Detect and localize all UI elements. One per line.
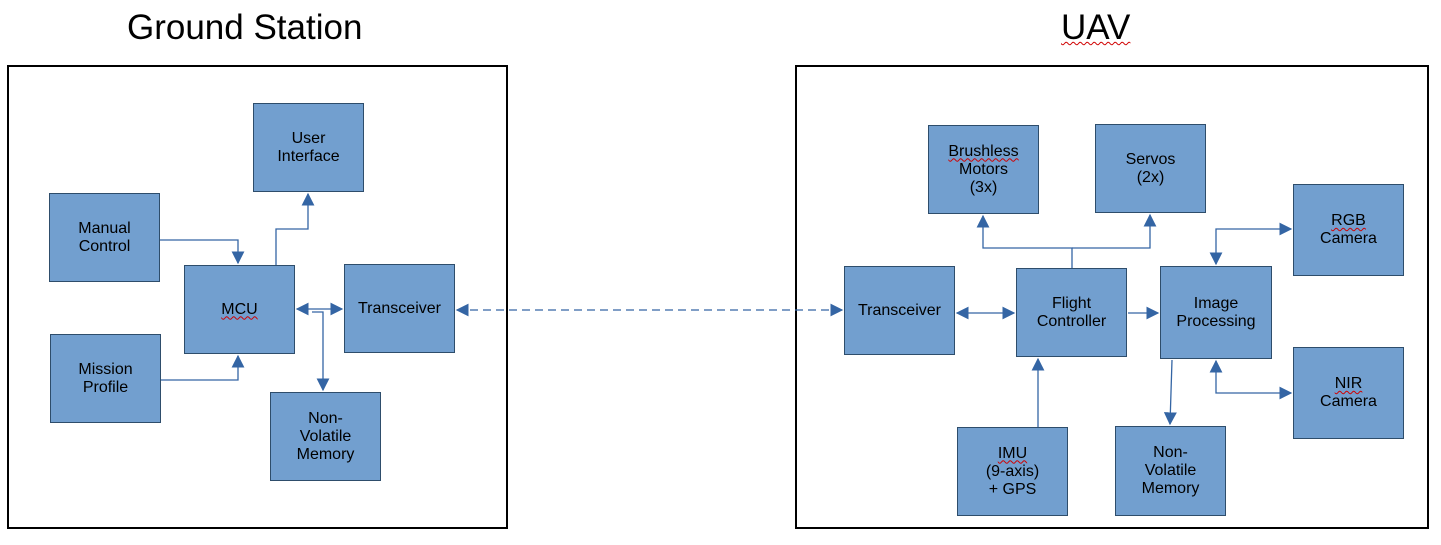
uav-title: UAV	[1061, 8, 1130, 48]
gs-transceiver-block[interactable]: Transceiver	[344, 264, 455, 353]
uav-rgb-camera-line-2: Camera	[1320, 230, 1377, 247]
uav-title-text: UAV	[1061, 8, 1131, 47]
uav-rgb-camera-block[interactable]: RGB Camera	[1293, 184, 1404, 276]
gs-mission-profile-line-1: Mission	[78, 360, 133, 378]
uav-image-processing-line-1: Image	[1193, 294, 1239, 312]
uav-nir-camera-line-1: NIR	[1334, 375, 1363, 392]
uav-servos-line-2: (2x)	[1136, 168, 1165, 186]
gs-transceiver-label: Transceiver	[358, 299, 441, 317]
gs-mcu-block[interactable]: MCU	[184, 265, 295, 354]
gs-manual-control-line-1: Manual	[78, 219, 131, 237]
uav-flight-controller-block[interactable]: Flight Controller	[1016, 268, 1127, 357]
gs-user-interface-line-1: User	[291, 129, 326, 147]
uav-transceiver-label: Transceiver	[858, 301, 941, 319]
gs-manual-control-line-2: Control	[78, 237, 131, 255]
gs-mcu-label: MCU	[221, 300, 258, 318]
gs-user-interface-line-2: Interface	[277, 147, 340, 165]
gs-mission-profile-line-2: Profile	[82, 378, 129, 396]
uav-image-processing-line-2: Processing	[1176, 312, 1256, 330]
uav-nv-memory-line-2: Volatile	[1144, 462, 1197, 479]
uav-flight-controller-line-2: Controller	[1036, 312, 1107, 330]
uav-brushless-motors-line-1: Brushless	[948, 142, 1019, 160]
gs-manual-control-block[interactable]: Manual Control	[49, 193, 160, 282]
uav-imu-line-3: + GPS	[988, 480, 1037, 498]
uav-rgb-camera-line-1: RGB	[1331, 212, 1366, 229]
uav-transceiver-block[interactable]: Transceiver	[844, 266, 955, 355]
gs-nv-memory-line-1: Non-	[308, 409, 343, 427]
uav-servos-block[interactable]: Servos (2x)	[1095, 124, 1206, 213]
uav-servos-line-1: Servos	[1125, 150, 1176, 168]
gs-nv-memory-block[interactable]: Non- Volatile Memory	[270, 392, 381, 481]
uav-nv-memory-block[interactable]: Non- Volatile Memory	[1115, 426, 1226, 516]
gs-nv-memory-line-3: Memory	[296, 445, 355, 463]
uav-imu-block[interactable]: IMU (9-axis) + GPS	[957, 427, 1068, 516]
uav-nir-camera-line-2: Camera	[1320, 393, 1377, 410]
gs-user-interface-block[interactable]: User Interface	[253, 103, 364, 192]
uav-nv-memory-line-1: Non-	[1153, 444, 1188, 461]
uav-imu-line-1: IMU	[997, 444, 1028, 462]
uav-imu-line-2: (9-axis)	[985, 462, 1040, 480]
uav-nir-camera-block[interactable]: NIR Camera	[1293, 347, 1404, 439]
uav-brushless-motors-block[interactable]: Brushless Motors (3x)	[928, 125, 1039, 214]
uav-nv-memory-line-3: Memory	[1141, 480, 1200, 497]
uav-brushless-motors-line-3: (3x)	[969, 178, 998, 196]
ground-station-title: Ground Station	[127, 8, 363, 47]
gs-nv-memory-line-2: Volatile	[299, 427, 352, 445]
uav-brushless-motors-line-2: Motors	[959, 160, 1008, 178]
gs-mission-profile-block[interactable]: Mission Profile	[50, 334, 161, 423]
uav-image-processing-block[interactable]: Image Processing	[1160, 266, 1272, 359]
uav-flight-controller-line-1: Flight	[1051, 294, 1092, 312]
